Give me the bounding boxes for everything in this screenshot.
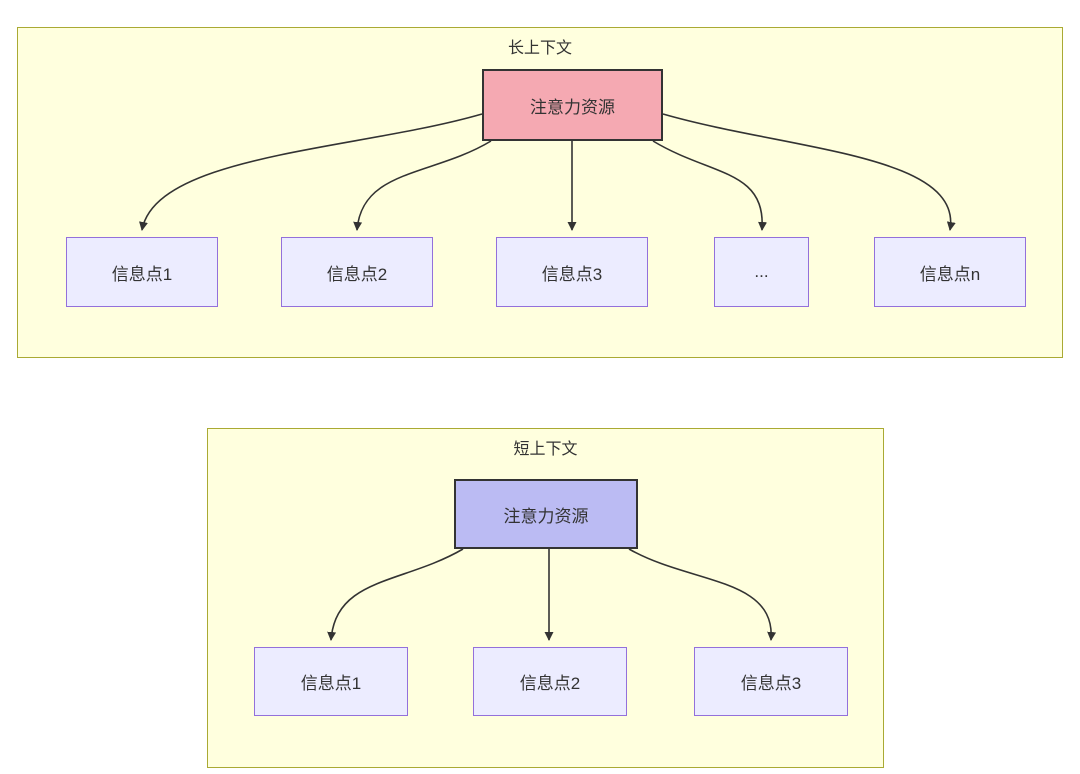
- node-label: 注意力资源: [503, 506, 589, 526]
- node-label: 信息点2: [326, 264, 388, 284]
- edge-root-to-point1: [139, 113, 483, 231]
- node-label: 信息点1: [111, 264, 173, 284]
- edge-root-to-point2: [353, 140, 492, 231]
- node-info-point-3-long: 信息点3: [496, 237, 648, 307]
- cluster-short-title: 短上下文: [513, 441, 578, 458]
- node-label: 信息点n: [919, 264, 981, 284]
- node-info-point-1-short: 信息点1: [254, 647, 408, 716]
- node-info-point-2-short: 信息点2: [473, 647, 627, 716]
- node-attention-resource-short: 注意力资源: [454, 479, 638, 549]
- node-label: 信息点3: [740, 674, 802, 693]
- node-info-point-2-long: 信息点2: [281, 237, 433, 307]
- node-info-point-3-short: 信息点3: [694, 647, 848, 716]
- edge-root-to-point1-short: [327, 548, 464, 641]
- node-info-point-n: 信息点n: [874, 237, 1026, 307]
- cluster-short-context: 短上下文 注意力资源 信息点1 信息点2 信息点3: [207, 428, 884, 768]
- node-label: 注意力资源: [530, 97, 615, 117]
- node-label: ...: [754, 262, 769, 281]
- node-label: 信息点2: [519, 674, 581, 693]
- edge-root-to-pointn: [662, 113, 956, 231]
- node-info-point-ellipsis: ...: [714, 237, 809, 307]
- cluster-long-context: 长上下文 注意力资源 信息点1 信息点2 信息点3 ...: [17, 27, 1063, 358]
- node-info-point-1-long: 信息点1: [66, 237, 218, 307]
- edge-root-to-point3-short: [628, 548, 777, 641]
- cluster-long-title: 长上下文: [507, 40, 572, 57]
- node-label: 信息点3: [541, 264, 603, 284]
- edge-root-to-ellipsis: [652, 140, 768, 231]
- node-attention-resource-long: 注意力资源: [482, 69, 663, 141]
- node-label: 信息点1: [300, 674, 362, 693]
